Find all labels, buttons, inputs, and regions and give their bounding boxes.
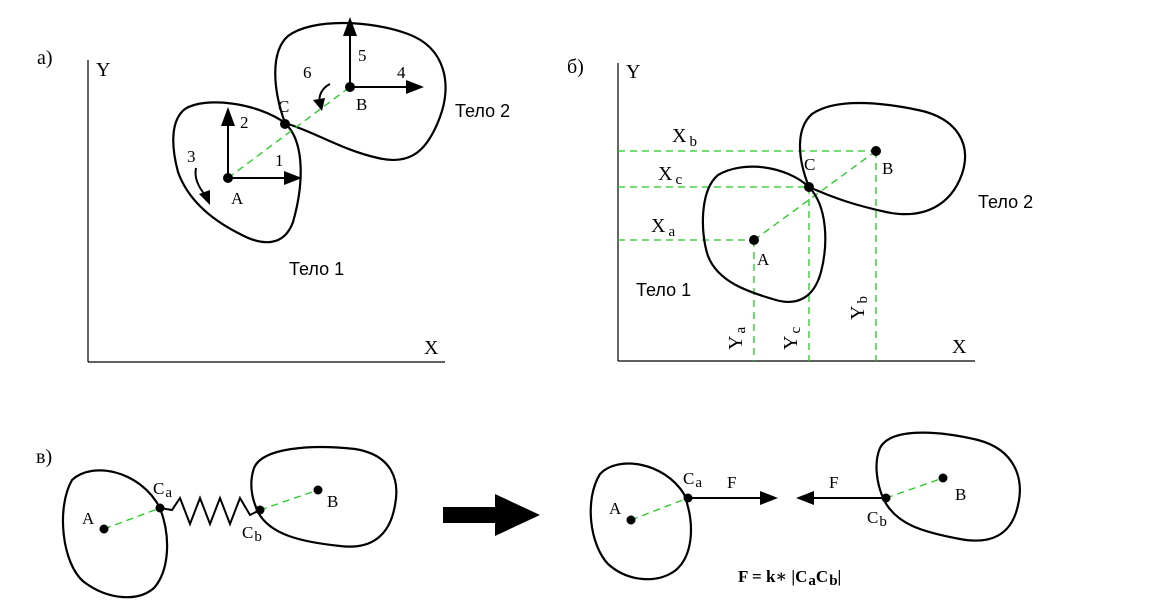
panel-c-left-label-cb: Cb xyxy=(242,523,262,545)
panel-b-yb-label: Yb xyxy=(847,296,871,320)
panel-c-right-connector-b xyxy=(885,477,944,499)
panel-a-arrow-2-head xyxy=(221,107,235,126)
panel-b-ya-label: Ya xyxy=(725,327,749,350)
panel-a-label-3: 3 xyxy=(187,147,196,166)
panel-a-arrow-3-head xyxy=(199,190,210,205)
panel-a-body-2-label: Тело 2 xyxy=(455,101,510,121)
panel-b-x-axis-label: X xyxy=(952,336,967,358)
panel-c-force-right-label: F xyxy=(727,473,736,492)
panel-c-force-right-head xyxy=(760,491,778,505)
panel-c-label: в) xyxy=(36,446,52,468)
panel-a-label-1: 1 xyxy=(275,151,284,170)
panel-a-arrow-6-head xyxy=(313,98,325,111)
panel-a-arrow-4-head xyxy=(406,80,424,94)
panel-b-body-1 xyxy=(701,165,827,303)
panel-a-label-b: B xyxy=(356,95,367,114)
panel-b-point-a xyxy=(749,235,759,245)
panel-a-label-a: A xyxy=(231,189,244,208)
panel-c-left-point-b xyxy=(313,485,323,495)
panel-c-left-connector-b xyxy=(259,489,319,511)
panel-c-left-label-b: B xyxy=(327,492,338,511)
panel-c-right-point-a xyxy=(626,515,636,525)
panel-b-y-axis-label: Y xyxy=(626,61,640,83)
panel-c-left-label-ca: Ca xyxy=(153,479,172,501)
panel-b-point-b xyxy=(871,146,881,156)
panel-a-label-6: 6 xyxy=(303,63,312,82)
panel-c: в) A B Ca Cb A B Ca Cb F F xyxy=(36,431,1021,599)
panel-b-label-a: A xyxy=(757,250,770,269)
panel-c-transition-arrow xyxy=(443,494,540,536)
panel-c-left-body-1 xyxy=(61,469,169,599)
panel-c-left-point-ca xyxy=(155,503,165,513)
panel-a-arrow-3 xyxy=(194,167,207,197)
panel-c-left-point-a xyxy=(99,524,109,534)
panel-b-yc-label: Yc xyxy=(780,327,804,350)
panel-a-arrow-5-head xyxy=(343,17,357,36)
panel-a-body-1 xyxy=(172,101,302,244)
panel-c-right-label-a: A xyxy=(609,499,622,518)
panel-c-right-point-b xyxy=(938,473,948,483)
panel-a-label-4: 4 xyxy=(397,63,406,82)
panel-a-label-c: C xyxy=(278,97,289,116)
panel-a-body-1-label: Тело 1 xyxy=(289,259,344,279)
panel-c-right-connector-a xyxy=(630,497,689,521)
panel-c-force-left-head xyxy=(796,491,814,505)
panel-b-body-2 xyxy=(798,101,967,216)
panel-a-point-c xyxy=(280,119,290,129)
panel-b-label-b: B xyxy=(882,159,893,178)
panel-c-left-connector-a xyxy=(103,507,161,530)
panel-c-right-point-cb xyxy=(881,493,891,503)
panel-c-force-left-label: F xyxy=(829,473,838,492)
panel-c-right-body-1 xyxy=(589,462,693,581)
panel-a-y-axis-label: Y xyxy=(96,59,110,81)
panel-c-formula: F = k∗ |CaCb| xyxy=(738,567,841,589)
panel-a-label-2: 2 xyxy=(240,113,249,132)
panel-b-body-2-label: Тело 2 xyxy=(978,192,1033,212)
panel-a-label-5: 5 xyxy=(358,46,367,65)
panel-a-arrow-1-head xyxy=(284,171,302,185)
panel-a: а) Y X A C B 1 2 3 4 5 6 Тело 1 xyxy=(37,17,510,363)
panel-b-body-1-label: Тело 1 xyxy=(636,280,691,300)
panel-c-spring xyxy=(159,495,261,527)
panel-c-right-label-cb: Cb xyxy=(867,508,887,530)
panel-c-left-point-cb xyxy=(255,505,265,515)
panel-c-right-body-2 xyxy=(875,431,1021,542)
panel-a-x-axis-label: X xyxy=(424,337,439,359)
panel-c-left-label-a: A xyxy=(82,509,95,528)
panel-a-body-2 xyxy=(274,21,447,161)
panel-b-label-c: C xyxy=(804,155,815,174)
panel-c-right-point-ca xyxy=(683,493,693,503)
panel-c-left-body-2 xyxy=(250,445,398,548)
panel-b-label: б) xyxy=(567,56,584,78)
panel-c-right-label-ca: Ca xyxy=(683,469,702,491)
panel-b-point-c xyxy=(804,182,814,192)
panel-a-label: а) xyxy=(37,47,53,69)
panel-c-right-label-b: B xyxy=(955,485,966,504)
panel-a-connector-line xyxy=(227,86,351,179)
